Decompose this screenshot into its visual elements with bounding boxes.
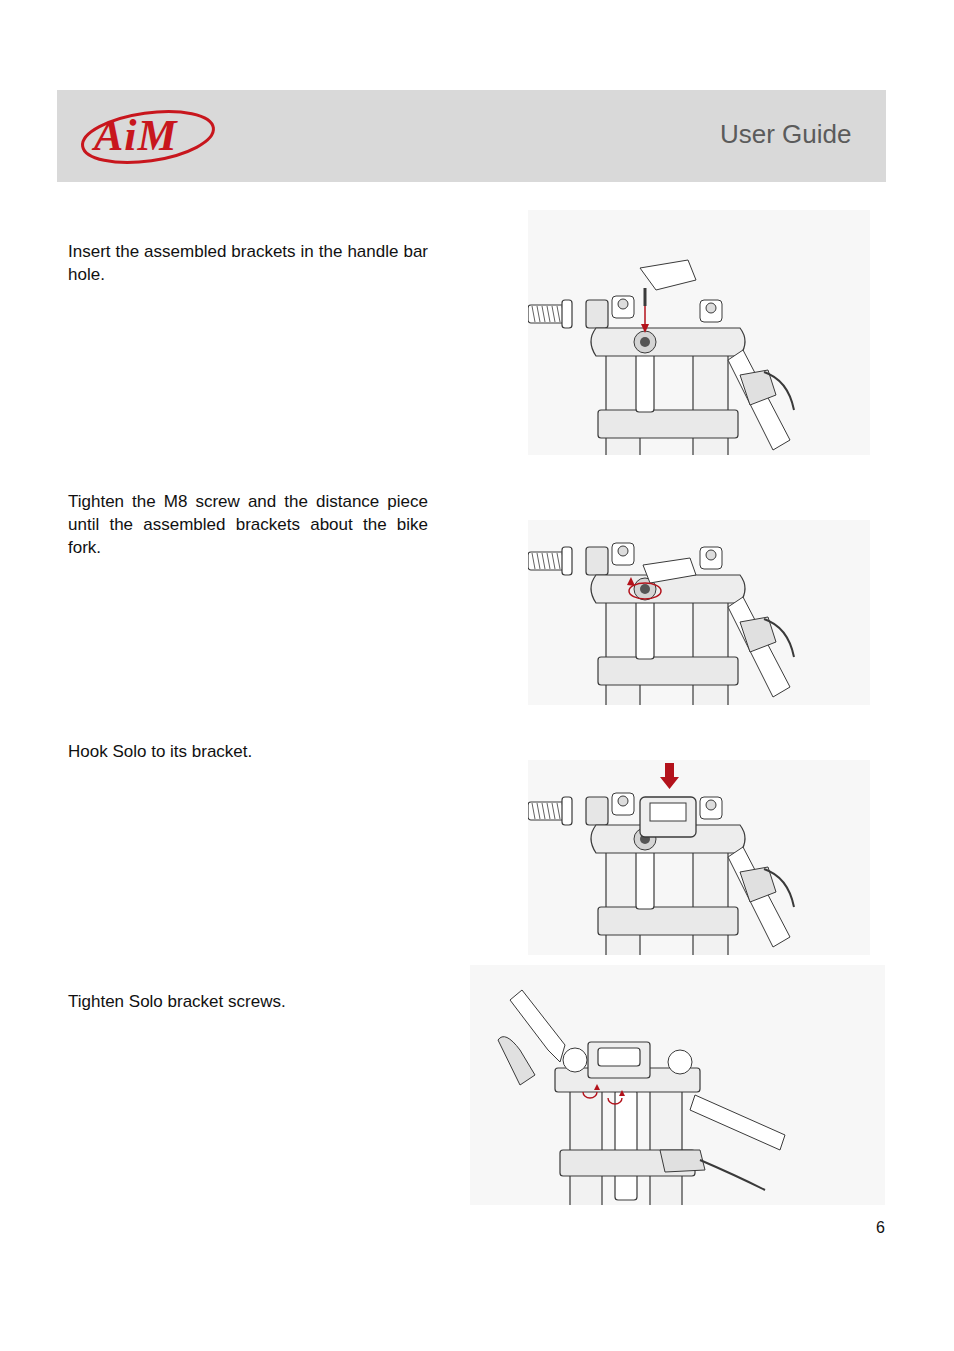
handle-grip <box>528 802 566 820</box>
grip-hatch <box>537 803 540 819</box>
bar-clamp <box>586 797 608 825</box>
stem-nut <box>634 331 656 353</box>
hook-arrow <box>660 763 679 789</box>
grip-hatch <box>552 306 555 322</box>
fork-cap <box>700 547 722 569</box>
fork-cap <box>612 543 634 565</box>
lever <box>764 372 794 410</box>
grip-hatch <box>532 803 535 819</box>
stem-hole <box>640 337 650 347</box>
grip-hatch <box>557 803 560 819</box>
handle-grip <box>528 305 566 323</box>
grip-hatch <box>557 306 560 322</box>
top-triple-clamp <box>591 328 745 356</box>
lever-body <box>660 1150 705 1172</box>
grip-hatch <box>537 553 540 569</box>
handle-grip <box>690 1095 785 1150</box>
handle-grip <box>728 350 790 450</box>
lever-body <box>498 1037 535 1085</box>
illustration-ground <box>528 210 870 455</box>
arrow-head <box>619 1090 625 1096</box>
steering-stem <box>636 350 654 412</box>
lever <box>700 1160 765 1190</box>
step-illustration <box>528 520 870 705</box>
solo-device <box>588 1042 650 1078</box>
bar-clamp <box>586 300 608 328</box>
grip-hatch <box>532 306 535 322</box>
instruction-text: Tighten Solo bracket screws. <box>68 990 428 1013</box>
lower-triple-clamp <box>598 907 738 935</box>
solo-device <box>640 797 696 837</box>
illustration-ground <box>470 965 885 1205</box>
bracket-plate <box>643 558 696 583</box>
fork-cap <box>700 300 722 322</box>
fork-cap <box>668 1050 692 1074</box>
instruction-text: Tighten the M8 screw and the distance pi… <box>68 490 428 559</box>
grip-hatch <box>552 803 555 819</box>
handle-grip <box>728 597 790 697</box>
tighten-arrow <box>583 1092 597 1098</box>
steering-stem <box>615 1090 637 1200</box>
grip-hatch <box>552 553 555 569</box>
bar-clamp <box>586 547 608 575</box>
cap-bolt <box>706 800 716 810</box>
logo-swoosh <box>79 104 216 170</box>
device-screen <box>598 1048 640 1066</box>
step-illustration <box>528 760 870 955</box>
grip-end <box>562 300 572 328</box>
page-number: 6 <box>876 1219 885 1237</box>
device-screen <box>650 803 686 821</box>
instruction-text: Hook Solo to its bracket. <box>68 740 428 763</box>
cap-bolt <box>618 299 628 309</box>
grip-hatch <box>532 553 535 569</box>
grip-hatch <box>542 803 545 819</box>
grip-hatch <box>547 553 550 569</box>
steering-stem <box>636 597 654 659</box>
lever <box>764 619 794 657</box>
grip-hatch <box>557 553 560 569</box>
step-illustration <box>470 965 885 1205</box>
cap-bolt <box>706 550 716 560</box>
cap-bolt <box>706 303 716 313</box>
step-illustration <box>528 210 870 455</box>
grip-end <box>562 797 572 825</box>
page-title: User Guide <box>720 119 852 150</box>
arrow-head <box>594 1084 600 1090</box>
grip-end <box>562 547 572 575</box>
brand-logo: AiM <box>94 110 178 161</box>
handle-grip <box>728 847 790 947</box>
cap-bolt <box>618 546 628 556</box>
grip-hatch <box>547 306 550 322</box>
lever <box>764 869 794 907</box>
arrow-head <box>641 324 649 333</box>
steering-stem <box>636 847 654 909</box>
arrow-head <box>627 577 635 586</box>
grip-hatch <box>542 553 545 569</box>
stem-hole <box>640 584 650 594</box>
fork-cap <box>700 797 722 819</box>
instruction-text: Insert the assembled brackets in the han… <box>68 240 428 286</box>
tighten-arrow <box>608 1098 622 1104</box>
fork-tube <box>650 1085 682 1205</box>
lower-triple-clamp <box>598 410 738 438</box>
bracket-post <box>644 288 647 306</box>
header-band <box>57 90 886 182</box>
fork-cap <box>612 793 634 815</box>
grip-hatch <box>537 306 540 322</box>
lower-triple-clamp <box>598 657 738 685</box>
bracket-plate <box>640 260 696 290</box>
cap-bolt <box>618 796 628 806</box>
fork-tube <box>570 1085 602 1205</box>
grip-hatch <box>542 306 545 322</box>
handle-grip <box>528 552 566 570</box>
fork-cap <box>563 1048 587 1072</box>
fork-cap <box>612 296 634 318</box>
grip-hatch <box>547 803 550 819</box>
